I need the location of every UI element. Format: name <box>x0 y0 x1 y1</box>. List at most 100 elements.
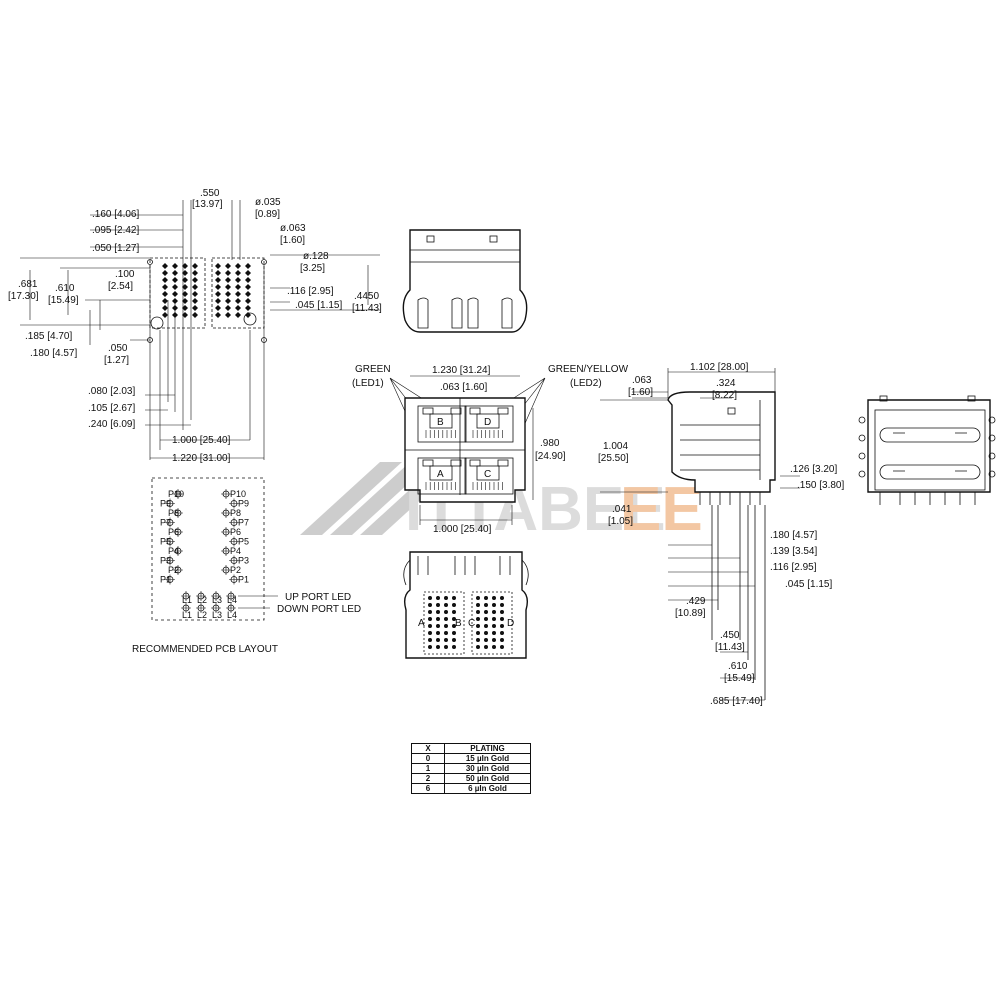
pcb-pad <box>225 263 231 269</box>
pin-crosshair <box>221 527 231 537</box>
port-label-box <box>476 465 500 481</box>
pcb-pad <box>162 291 168 297</box>
table-cell: 6 <box>411 783 445 794</box>
port-label-box <box>476 413 500 429</box>
side-dim-116: .116 [2.95] <box>770 562 817 573</box>
dim-1230: 1.230 [31.24] <box>432 365 491 376</box>
pin-crosshair <box>181 603 191 613</box>
bottom-pin <box>444 638 448 642</box>
bottom-pin <box>476 624 480 628</box>
bottom-pin <box>428 631 432 635</box>
bottom-pin <box>492 617 496 621</box>
side-dim-041: .041 <box>612 504 632 515</box>
bottom-pin <box>476 603 480 607</box>
pin-crosshair <box>165 555 175 566</box>
bottom-pin <box>428 624 432 628</box>
pcb-pad <box>192 277 198 283</box>
pin-crosshair <box>165 498 175 509</box>
table-header-row: X PLATING <box>411 743 531 754</box>
bottom-pin <box>484 596 488 600</box>
pcb-pad <box>162 298 168 304</box>
dim-045: .045 [1.15] <box>295 300 342 311</box>
bottom-pin <box>484 624 488 628</box>
dim-180: .180 [4.57] <box>30 348 77 359</box>
dim-128: ø.128 <box>303 251 329 262</box>
side-dim-324-mm: [8.22] <box>712 390 737 401</box>
pcb-pad <box>245 305 251 311</box>
pcb-pad <box>235 291 241 297</box>
watermark-accent: EE <box>620 475 703 544</box>
pin-label-left: P1 <box>160 575 171 585</box>
dim-050a: .050 [1.27] <box>92 243 139 254</box>
dim-550: .550 <box>200 188 220 199</box>
table-header-x: X <box>411 743 445 754</box>
dim-063-mm: [1.60] <box>280 235 305 246</box>
side-dim-041-mm: [1.05] <box>608 516 633 527</box>
pcb-pad <box>182 284 188 290</box>
bottom-pin <box>444 603 448 607</box>
bottom-pin <box>500 617 504 621</box>
pin-label-right: P6 <box>230 527 241 537</box>
bottom-pin <box>452 638 456 642</box>
bottom-pin <box>492 638 496 642</box>
dim-160: .160 [4.06] <box>92 209 139 220</box>
dim-050b: .050 <box>108 343 128 354</box>
dim-980: .980 <box>540 438 560 449</box>
rj45-port <box>417 405 467 443</box>
green-yellow-label: GREEN/YELLOW <box>548 364 629 375</box>
bottom-pin <box>428 617 432 621</box>
dim-610-mm: [15.49] <box>48 295 79 306</box>
dim-050b-mm: [1.27] <box>104 355 129 366</box>
port-label-box <box>429 465 453 481</box>
top-view <box>402 229 528 333</box>
bottom-pin <box>476 638 480 642</box>
dim-035-mm: [0.89] <box>255 209 280 220</box>
led1-label: (LED1) <box>352 378 384 389</box>
bottom-pin <box>436 617 440 621</box>
dim-105: .105 [2.67] <box>88 403 135 414</box>
watermark-stripe-1 <box>300 462 402 535</box>
bottom-pin <box>484 603 488 607</box>
bottom-pin <box>500 645 504 649</box>
pcb-pad <box>235 263 241 269</box>
dim-185: .185 [4.70] <box>25 331 72 342</box>
pin-label-left: P10 <box>168 489 184 499</box>
bottom-pin <box>428 596 432 600</box>
side-dim-429: .429 <box>686 596 706 607</box>
pcb-pad <box>172 284 178 290</box>
side-view: 1.102 [28.00] .063 [1.60] .324 [8.22] 1.… <box>598 362 844 707</box>
led-window <box>450 407 462 415</box>
pcb-pad <box>182 305 188 311</box>
pcb-pad <box>182 291 188 297</box>
bottom-pin <box>476 596 480 600</box>
bottom-view: A B C D <box>403 551 529 659</box>
led-label-top: L3 <box>212 595 222 605</box>
pcb-pad <box>162 270 168 276</box>
pcb-pad <box>245 298 251 304</box>
pin-label-left: P2 <box>168 565 179 575</box>
table-cell: 50 µIn Gold <box>444 773 531 784</box>
table-header-plating: PLATING <box>444 743 531 754</box>
led-window <box>422 407 434 415</box>
bottom-port-d: D <box>507 618 514 629</box>
bottom-pin <box>500 624 504 628</box>
bottom-pin <box>428 603 432 607</box>
top-view-body <box>402 229 528 333</box>
pin-label-left: P7 <box>160 518 171 528</box>
dim-681-mm: [17.30] <box>8 291 39 302</box>
pcb-pad <box>172 277 178 283</box>
side-dim-450: .450 <box>720 630 740 641</box>
side-dim-1004-mm: [25.50] <box>598 453 629 464</box>
front-port-label: D <box>484 417 491 428</box>
pcb-pad <box>172 291 178 297</box>
pcb-pad <box>162 277 168 283</box>
bottom-pin <box>492 645 496 649</box>
led-label-bottom: L1 <box>182 610 192 620</box>
pin-crosshair <box>165 574 175 585</box>
mount-hole-right <box>243 312 257 326</box>
front-port-label: A <box>437 469 444 480</box>
bottom-pin <box>436 638 440 642</box>
